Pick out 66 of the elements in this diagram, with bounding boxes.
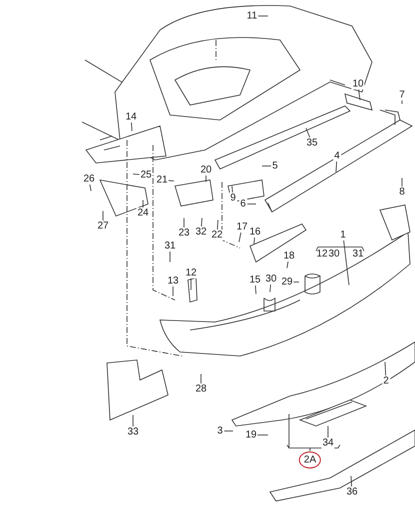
callout-number: 31	[351, 248, 365, 260]
callout-number: 13	[166, 276, 180, 286]
leader-line	[142, 200, 144, 208]
callout-number: 18	[282, 250, 296, 262]
leader-line	[216, 220, 218, 230]
leader-line	[254, 237, 255, 244]
leader-line	[132, 414, 134, 427]
callout-number: 19	[244, 430, 258, 440]
callout-number: 9	[229, 192, 237, 204]
callout-number: 27	[96, 220, 110, 232]
callout-number: 23	[177, 228, 191, 238]
callout-number: 11	[246, 10, 258, 22]
leader-line	[270, 284, 271, 292]
callout-number: 5	[271, 160, 279, 172]
callout-number: 1	[339, 230, 347, 240]
leader-line	[350, 476, 352, 487]
leader-line	[384, 362, 386, 376]
callout-number: 8	[398, 186, 406, 198]
callout-number: 29	[280, 276, 294, 288]
callout-number: 31	[163, 240, 177, 252]
leader-line	[232, 186, 233, 193]
callout-number: 20	[199, 164, 213, 176]
callout-number: 12	[315, 248, 329, 260]
callout-number: 7	[398, 90, 406, 100]
leader-line	[131, 122, 132, 132]
callout-number: 14	[124, 112, 138, 122]
leader-line	[358, 89, 360, 100]
callout-number: 17	[235, 222, 249, 232]
callout-number: 32	[194, 226, 208, 238]
callout-number: 24	[136, 208, 150, 218]
leader-line	[102, 210, 104, 221]
callout-number: 26	[82, 174, 96, 184]
callout-number: 15	[248, 274, 262, 286]
leader-line	[336, 161, 338, 172]
callout-number: 2A	[298, 452, 322, 468]
leader-line	[286, 261, 288, 268]
callout-number: 30	[327, 248, 341, 260]
callout-number: 36	[345, 486, 359, 498]
callout-number: 16	[248, 226, 262, 238]
leader-line	[200, 374, 202, 384]
callout-number: 35	[305, 138, 319, 148]
leader-line	[90, 184, 92, 192]
leader-line	[168, 180, 174, 182]
callout-number: 25	[139, 170, 153, 180]
leader-line	[201, 218, 202, 227]
callout-number: 21	[155, 174, 169, 186]
leader-line	[223, 430, 234, 432]
leader-line	[132, 174, 140, 175]
callout-number: 6	[239, 198, 247, 210]
leader-line	[306, 128, 310, 138]
callout-number: 3	[216, 426, 224, 436]
callout-number: 22	[210, 230, 224, 240]
leader-line	[238, 232, 242, 242]
callout-number: 30	[264, 274, 278, 284]
leader-line	[190, 278, 192, 290]
callout-number: 4	[333, 150, 341, 162]
callout-number: 33	[126, 426, 140, 438]
callout-number: 10	[351, 78, 365, 90]
leader-line	[343, 240, 350, 286]
callout-number: 34	[321, 438, 335, 448]
callout-number: 28	[194, 384, 208, 394]
leader-line	[255, 285, 256, 294]
leader-line	[172, 286, 174, 296]
callout-number: 2	[382, 376, 390, 386]
callout-number: 12	[184, 268, 198, 278]
leader-line	[257, 434, 268, 436]
